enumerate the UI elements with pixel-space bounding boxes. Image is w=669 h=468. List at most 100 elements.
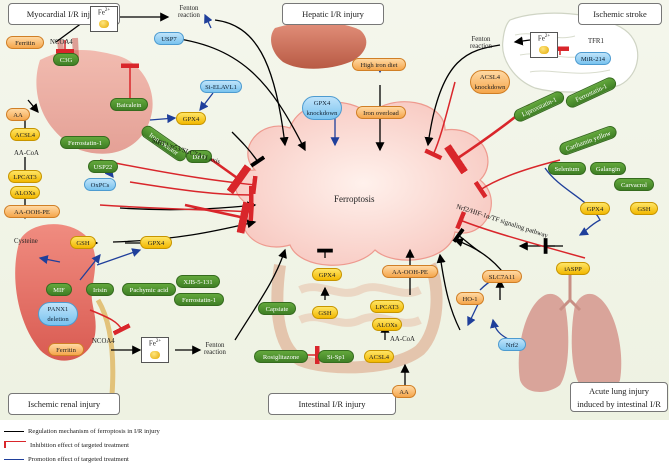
lung-ho1: HO-1: [456, 292, 484, 305]
stroke-acsl4-kd-2: knockdown: [474, 84, 506, 91]
myo-usp22: USP22: [88, 160, 118, 173]
hep-iron-overload: Iron overload: [356, 106, 406, 119]
lung-nrf2: Nrf2: [498, 338, 526, 351]
renal-gsh: GSH: [70, 236, 96, 249]
legend-promotion: Promotion effect of targeted treatment: [4, 454, 129, 466]
iron-charge: 2+: [544, 34, 551, 39]
stroke-galangin: Galangin: [590, 162, 626, 175]
int-aa-coa: AA-CoA: [390, 336, 415, 343]
renal-pachymic: Pachymic acid: [122, 283, 176, 296]
mechanism-inhibition: [231, 131, 563, 258]
ferroptosis-label: Ferroptosis: [334, 194, 375, 204]
iron-charge: 2+: [155, 339, 162, 344]
iron-icon: [99, 20, 109, 28]
renal-fenton-2: reaction: [204, 349, 226, 356]
lung-iaspp: iASPP: [556, 262, 590, 275]
stroke-gsh: GSH: [630, 202, 658, 215]
lung-slc7a11: SLC7A11: [482, 270, 522, 283]
myo-fe-label: Fe2+: [97, 8, 111, 17]
renal-irisin: Irisin: [86, 283, 114, 296]
renal-cysteine: Cysteine: [14, 238, 38, 245]
legend-inhibition: Inhibition effect of targeted treatment: [4, 440, 129, 452]
legend-regulation-label: Regulation mechanism of ferroptosis in I…: [28, 428, 160, 435]
renal-fe-label: Fe2+: [148, 339, 162, 348]
title-intestinal: Intestinal I/R injury: [268, 393, 396, 415]
myo-fenton-1: Fenton: [179, 5, 199, 12]
myo-si-elavl1: Si-ELAVL1: [200, 80, 242, 93]
myo-dfo: DFO: [186, 150, 212, 163]
legend: Regulation mechanism of ferroptosis in I…: [0, 420, 669, 468]
int-lpcat3: LPCAT3: [370, 300, 404, 313]
myo-ferritin: Ferritin: [6, 36, 44, 49]
myo-aa-coa: AA-CoA: [14, 150, 39, 157]
int-gsh: GSH: [312, 306, 338, 319]
myo-acsl4: ACSL4: [10, 128, 40, 141]
int-si-sp1: Si-Sp1: [318, 350, 354, 363]
int-aa-ooh-pe: AA-OOH-PE: [382, 265, 438, 278]
myo-oxpcs: OxPCs: [84, 178, 116, 191]
title-lung-line2: induced by intestinal I/R: [577, 399, 661, 409]
iron-icon: [150, 351, 160, 359]
stroke-fe-label: Fe2+: [537, 34, 551, 43]
stroke-fenton-1: Fenton: [471, 36, 491, 43]
renal-mif: MIF: [46, 283, 72, 296]
lungs-illustration: [518, 270, 622, 392]
hep-high-iron-diet: High iron diet: [352, 58, 406, 71]
int-rosiglitazone: Rosiglitazone: [254, 350, 308, 363]
renal-gpx4: GPX4: [140, 236, 172, 249]
myo-fenton-2: reaction: [178, 12, 200, 19]
myo-aa: AA: [6, 108, 30, 121]
ferroptosis-cloud: [234, 101, 492, 266]
renal-ferritin: Ferritin: [48, 343, 84, 356]
stroke-acsl4-kd-1: ACSL4: [479, 74, 501, 81]
myo-gpx4: GPX4: [176, 112, 206, 125]
myo-usp7: USP7: [154, 32, 184, 45]
legend-regulation: Regulation mechanism of ferroptosis in I…: [4, 426, 160, 438]
stroke-gpx4: GPX4: [580, 202, 610, 215]
title-renal: Ischemic renal injury: [8, 393, 120, 415]
myo-baicalein: Baicalein: [110, 98, 148, 111]
renal-ncoa4: NCOA4: [92, 338, 115, 345]
renal-panx1-2: deletion: [47, 316, 69, 323]
stroke-fe: Fe2+: [530, 32, 558, 58]
legend-promotion-line: [4, 458, 24, 460]
stroke-selenium: Selenium: [548, 162, 586, 175]
myo-aa-ooh-pe: AA-OOH-PE: [4, 205, 60, 218]
iron-charge: 2+: [104, 8, 111, 13]
myo-lpcat3: LPCAT3: [8, 170, 42, 183]
renal-fe: Fe2+: [141, 337, 169, 363]
renal-panx1-1: PANX1: [47, 306, 69, 313]
legend-inhibition-line: [4, 441, 26, 448]
iron-icon: [539, 46, 549, 54]
title-lung: Acute lung injury induced by intestinal …: [570, 382, 668, 412]
myo-c3g: C3G: [53, 53, 79, 66]
legend-inhibition-label: Inhibition effect of targeted treatment: [30, 442, 129, 449]
liver-illustration: [271, 22, 367, 69]
int-aloxs: ALOXs: [372, 318, 402, 331]
int-acsl4: ACSL4: [364, 350, 394, 363]
int-aa: AA: [392, 385, 416, 398]
renal-panx1: PANX1 deletion: [38, 302, 78, 326]
renal-ferrostatin: Ferrostatin-1: [174, 293, 224, 306]
renal-fenton-1: Fenton: [205, 342, 225, 349]
legend-promotion-label: Promotion effect of targeted treatment: [28, 456, 129, 463]
int-capsiate: Capsiate: [258, 302, 296, 315]
hep-gpx4-kd-2: knockdown: [306, 110, 338, 117]
int-gpx4: GPX4: [312, 268, 342, 281]
title-hepatic: Hepatic I/R injury: [282, 3, 384, 25]
renal-xjb: XJB-5-131: [176, 275, 220, 288]
myo-ferrostatin: Ferrostatin-1: [60, 136, 110, 149]
myo-fe: Fe2+: [90, 6, 118, 32]
title-lung-line1: Acute lung injury: [589, 386, 649, 396]
stroke-mir214: MiR-214: [575, 52, 611, 65]
stroke-tfr1: TFR1: [588, 38, 604, 45]
diagram-canvas: [15, 12, 639, 396]
myo-ncoa4: NCOA4: [50, 39, 73, 46]
stroke-fenton-2: reaction: [470, 43, 492, 50]
legend-regulation-line: [4, 430, 24, 432]
stroke-carvacrol: Carvacrol: [614, 178, 654, 191]
